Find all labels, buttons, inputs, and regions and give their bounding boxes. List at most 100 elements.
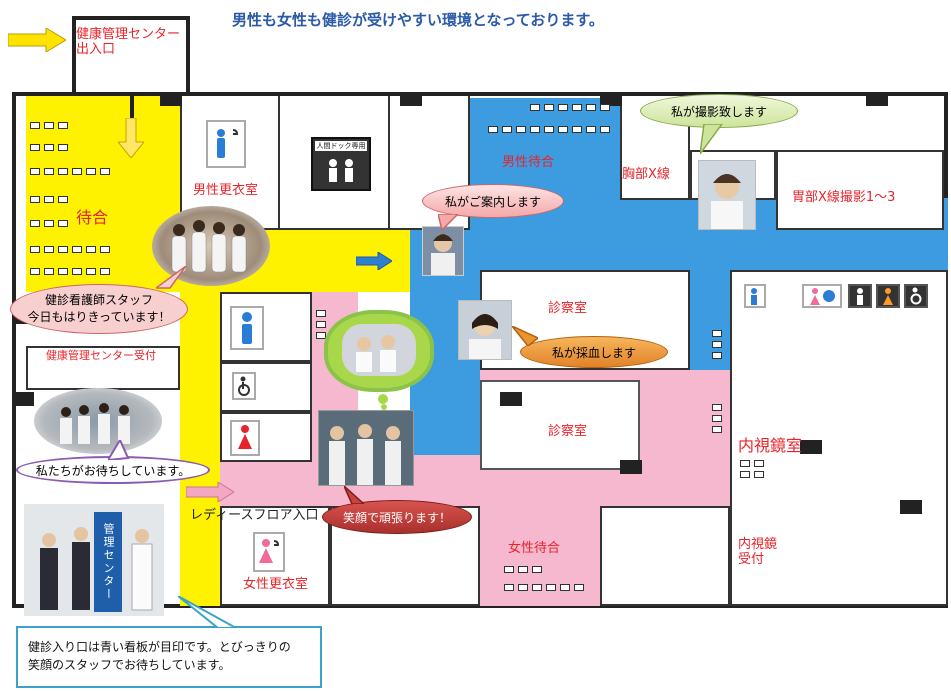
- label-waiting: 待合: [76, 208, 109, 227]
- wall-detail: [400, 92, 422, 106]
- male-locker-sign-icon: [206, 120, 246, 168]
- wall-detail: [600, 92, 622, 106]
- photo-pink-staff-group: [318, 410, 414, 486]
- male-toilet-sign-icon: [230, 306, 264, 350]
- bubble-nurses-line2: 今日もはりきっています！: [27, 310, 171, 324]
- bubble-guide-tail-icon: [437, 213, 460, 234]
- label-endoscopy-reception: 内視鏡 受付: [738, 537, 778, 568]
- right-arrow-blue-icon: [355, 251, 393, 274]
- bubble-nurses-tail-icon: [153, 265, 187, 294]
- thought-dot-small-icon: [381, 404, 387, 410]
- wall-detail: [620, 460, 642, 474]
- label-exam-room-1: 診察室: [548, 301, 588, 316]
- wall-detail: [500, 392, 522, 406]
- female-toilet-sign-icon: [230, 420, 260, 456]
- photo-xray-staff: [698, 160, 756, 230]
- photo-nurses-group: [152, 206, 270, 286]
- page-title: 男性も女性も健診が受けやすい環境となっております。: [232, 11, 604, 29]
- seats-waiting-5: [30, 220, 68, 227]
- note-line2: 笑顔のスタッフでお待ちしています。: [28, 658, 231, 672]
- seats-female-waiting-2: [504, 584, 584, 591]
- entrance-label-line2: 出入口: [76, 41, 116, 57]
- label-endoscopy-reception-line2: 受付: [738, 551, 765, 567]
- bubble-smile-text: 笑顔で頑張ります！: [342, 510, 451, 525]
- wall-detail: [160, 92, 182, 106]
- bubble-xray: 私が撮影致します: [640, 94, 798, 128]
- dock-people-icon: [329, 159, 353, 182]
- bubble-waiting-staff-tail-icon: [106, 437, 132, 464]
- center-sign-label: 管理センター: [102, 523, 115, 601]
- bubble-nurses-line1: 健診看護師スタッフ: [44, 293, 153, 308]
- wall-detail: [800, 440, 822, 454]
- wall-detail: [12, 392, 34, 406]
- bubble-waiting-staff-text: 私たちがお待ちしています。: [35, 463, 191, 478]
- bubble-nurses: 健診看護師スタッフ 今日もはりきっています！: [10, 284, 188, 334]
- label-male-locker: 男性更衣室: [193, 183, 259, 198]
- yellow-vertical-corridor: [180, 292, 220, 606]
- thought-dot-icon: [378, 394, 388, 404]
- photo-blood-staff: [458, 300, 512, 360]
- female-locker-sign-icon: [253, 532, 285, 572]
- male-locker-sign-2-icon: [744, 284, 766, 308]
- pink-waiting-zone: [480, 470, 600, 606]
- bubble-smile-tail-icon: [343, 485, 366, 508]
- bubble-xray-text: 私が撮影致します: [670, 104, 767, 119]
- label-ladies-entrance: レディースフロア入口: [190, 508, 319, 523]
- note-line1: 健診入り口は青い看板が目印です。とびっきりの: [28, 640, 291, 654]
- wheelchair-sign-icon: [232, 372, 256, 400]
- label-exam-room-2: 診察室: [548, 424, 588, 439]
- toilet-female-sign-icon: [876, 284, 900, 308]
- center-sign: 管理センター: [94, 512, 122, 612]
- bubble-blood-text: 私が採血します: [551, 345, 636, 360]
- label-reception: 健康管理センター受付: [46, 349, 156, 362]
- bubble-guide: 私がご案内します: [422, 184, 564, 218]
- entrance-wall-right: [186, 16, 190, 94]
- seats-endoscopy: [740, 460, 764, 478]
- label-female-waiting: 女性待合: [508, 541, 561, 556]
- bubble-blood: 私が採血します: [520, 336, 668, 368]
- photo-pink-cloud: [324, 310, 434, 392]
- seats-waiting-7: [30, 268, 110, 275]
- seats-blue-right: [712, 330, 722, 359]
- dock-sign-label: 人間ドック専用: [315, 141, 367, 151]
- wall-detail: [866, 92, 888, 106]
- note-box: 健診入り口は青い看板が目印です。とびっきりの 笑顔のスタッフでお待ちしています。: [16, 626, 322, 688]
- label-male-waiting: 男性待合: [502, 155, 555, 170]
- bubble-blood-tail-icon: [511, 325, 540, 350]
- blue-right-strip: [690, 270, 730, 370]
- seats-pink-right: [712, 404, 722, 433]
- wall-detail: [900, 500, 922, 514]
- down-arrow-icon: [116, 117, 146, 162]
- label-chest-xray: 胸部X線: [622, 167, 670, 182]
- seats-pink-left: [316, 310, 326, 339]
- seats-female-waiting-1: [504, 566, 542, 573]
- bubble-guide-text: 私がご案内します: [444, 194, 541, 209]
- entrance-arrow-icon: [7, 27, 67, 56]
- blue-male-waiting-zone: [470, 98, 620, 198]
- entrance-wall-top: [72, 16, 190, 20]
- dock-sign: 人間ドック専用: [311, 137, 371, 191]
- seats-male-waiting-2: [488, 126, 610, 133]
- seats-waiting-1: [30, 122, 68, 129]
- seats-waiting-4: [30, 196, 68, 203]
- label-endoscopy-reception-line1: 内視鏡: [738, 537, 778, 552]
- female-locker-sign-2-icon: [802, 284, 842, 308]
- right-arrow-pink-icon: [185, 481, 235, 506]
- note-pointer-icon: [177, 595, 238, 632]
- bubble-waiting-staff: 私たちがお待ちしています。: [16, 456, 210, 484]
- seats-male-waiting-1: [530, 104, 610, 111]
- wall-detail: [130, 94, 134, 134]
- seats-waiting-2: [30, 144, 68, 151]
- entrance-label-line1: 健康管理センター: [76, 27, 181, 42]
- seats-waiting-3: [30, 168, 110, 175]
- label-female-locker: 女性更衣室: [243, 577, 309, 592]
- bubble-smile: 笑顔で頑張ります！: [322, 500, 472, 534]
- toilet-wheelchair-sign-icon: [904, 284, 928, 308]
- room-lower-right: [600, 506, 730, 606]
- room-endoscopy: [730, 270, 948, 606]
- label-endoscopy: 内視鏡室: [738, 436, 803, 455]
- entrance-wall-left: [72, 16, 76, 94]
- toilet-male-sign-icon: [848, 284, 872, 308]
- seats-waiting-6: [30, 246, 110, 253]
